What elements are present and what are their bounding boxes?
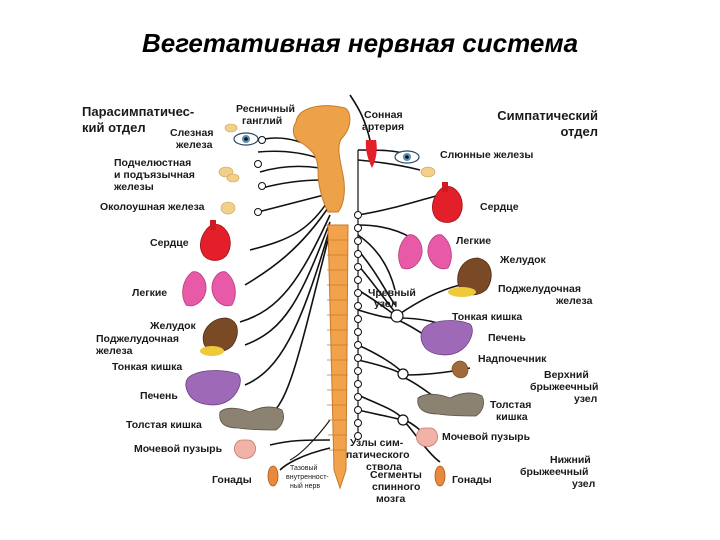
label-right-stomach: Желудок: [499, 254, 547, 266]
label-chain-1: Узлы сим-: [350, 437, 404, 449]
page-title: Вегетативная нервная система: [141, 28, 579, 58]
right-gonads-icon: [434, 465, 446, 487]
label-segments-3: мозга: [376, 493, 405, 505]
left-colon-icon: [219, 406, 284, 431]
label-segments-1: Сегменты: [370, 469, 422, 481]
label-right-bladder: Мочевой пузырь: [442, 431, 531, 443]
left-liver-icon: [185, 370, 241, 406]
parasympathetic-label-line1: Парасимпатичес-: [82, 104, 194, 119]
left-pancreas-icon: [200, 346, 224, 356]
label-sup-mesenteric-3: узел: [574, 393, 597, 405]
label-left-stomach: Желудок: [149, 320, 197, 332]
label-pelvic-nerve-2: внутренност-: [286, 474, 329, 481]
label-celiac-1: Чревный: [368, 287, 416, 299]
sympathetic-label-line2: отдел: [560, 124, 598, 139]
label-carotid-1: Сонная: [364, 109, 403, 121]
label-chain-3: ствола: [366, 461, 402, 473]
label-left-bladder: Мочевой пузырь: [134, 443, 223, 455]
label-right-gonads: Гонады: [452, 474, 492, 486]
label-left-pancreas-2: железа: [95, 345, 133, 357]
label-right-small-intestine: Тонкая кишка: [452, 311, 522, 323]
sympathetic-chain: [354, 150, 362, 440]
right-pancreas-icon: [448, 287, 476, 297]
brain: [292, 105, 351, 213]
sympathetic-label-line1: Симпатический: [497, 108, 598, 123]
cranial-ganglia: [254, 136, 266, 216]
label-lacrimal-1: Слезная: [170, 127, 213, 139]
right-liver-icon: [420, 320, 473, 356]
parotid-gland-icon: [220, 201, 236, 215]
right-bladder-icon: [416, 427, 438, 447]
left-lungs-icon: [182, 271, 236, 307]
label-submandibular-3: железы: [113, 181, 154, 193]
label-left-gonads: Гонады: [212, 474, 252, 486]
label-adrenal: Надпочечник: [478, 353, 547, 365]
superior-mesenteric-ganglion: [397, 368, 409, 380]
right-heart-icon: [432, 182, 463, 223]
label-sup-mesenteric-1: Верхний: [544, 369, 589, 381]
label-inf-mesenteric-2: брыжеечный: [520, 466, 588, 478]
label-chain-2: патического: [346, 449, 410, 461]
salivary-gland-icon: [420, 166, 436, 178]
label-right-pancreas-1: Поджелудочная: [498, 283, 581, 295]
label-left-heart: Сердце: [150, 237, 189, 249]
label-submandibular-1: Подчелюстная: [114, 157, 191, 169]
left-eye-icon: [233, 132, 259, 146]
label-carotid-2: артерия: [362, 121, 404, 133]
label-inf-mesenteric-3: узел: [572, 478, 595, 490]
inferior-mesenteric-ganglion: [397, 414, 409, 426]
right-colon-icon: [417, 392, 484, 417]
label-ciliary-ganglion-2: ганглий: [242, 115, 282, 127]
left-bladder-icon: [234, 439, 256, 459]
label-left-lungs: Легкие: [132, 287, 167, 299]
label-right-lungs: Легкие: [456, 235, 491, 247]
label-parotid: Околоушная железа: [100, 201, 205, 213]
carotid-artery: [365, 140, 377, 168]
label-sup-mesenteric-2: брыжеечный: [530, 381, 598, 393]
right-lungs-icon: [398, 234, 452, 270]
label-submandibular-2: и подъязычная: [114, 169, 195, 181]
lacrimal-gland-icon: [224, 123, 238, 133]
adrenal-icon: [451, 360, 469, 379]
celiac-ganglion: [390, 309, 404, 323]
label-right-liver: Печень: [488, 332, 526, 344]
label-pelvic-nerve-1: Тазовый: [290, 464, 318, 472]
label-celiac-2: узел: [374, 298, 397, 310]
label-inf-mesenteric-1: Нижний: [550, 454, 591, 466]
left-heart-icon: [200, 220, 231, 261]
label-ciliary-ganglion-1: Ресничный: [236, 103, 295, 115]
label-segments-2: спинного: [372, 481, 420, 493]
label-salivary: Слюнные железы: [440, 149, 533, 161]
spinal-cord: [326, 224, 349, 490]
label-left-small-intestine: Тонкая кишка: [112, 361, 182, 373]
label-right-colon-1: Толстая: [490, 399, 531, 411]
left-gonads-icon: [267, 465, 279, 487]
label-lacrimal-2: железа: [175, 139, 213, 151]
label-right-colon-2: кишка: [496, 411, 528, 423]
label-left-liver: Печень: [140, 390, 178, 402]
label-right-pancreas-2: железа: [555, 295, 593, 307]
submandibular-gland-icon: [218, 166, 240, 183]
label-pelvic-nerve-3: ный нерв: [290, 482, 320, 490]
label-left-colon: Толстая кишка: [126, 419, 202, 431]
label-left-pancreas-1: Поджелудочная: [96, 333, 179, 345]
right-eye-icon: [394, 150, 420, 164]
label-right-heart: Сердце: [480, 201, 519, 213]
parasympathetic-label-line2: кий отдел: [82, 120, 146, 135]
